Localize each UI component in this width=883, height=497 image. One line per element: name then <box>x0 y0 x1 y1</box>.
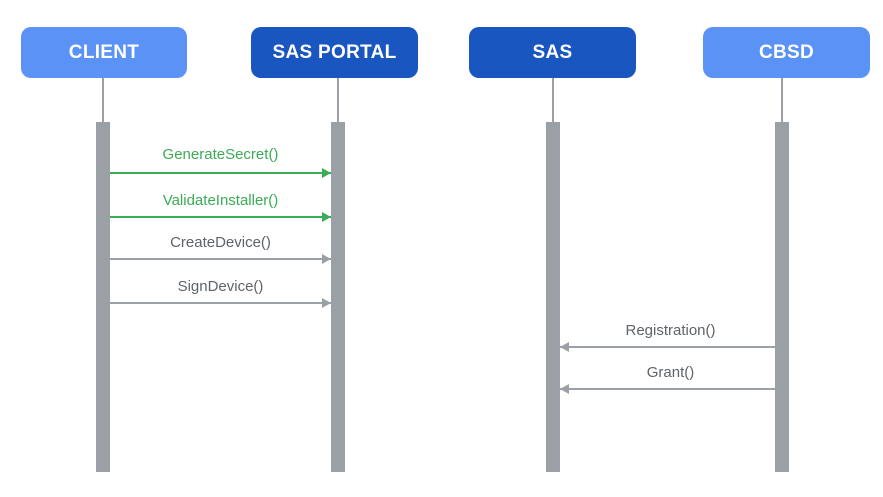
message-line-registration <box>560 346 781 348</box>
message-label-generate-secret: GenerateSecret() <box>162 146 279 163</box>
actor-box-client[interactable]: CLIENT <box>21 27 187 78</box>
message-label-create-device: CreateDevice() <box>170 234 271 251</box>
message-arrowhead-generate-secret <box>322 168 331 178</box>
message-arrowhead-registration <box>560 342 569 352</box>
actor-box-sas[interactable]: SAS <box>469 27 636 78</box>
message-line-grant <box>560 388 781 390</box>
message-line-sign-device <box>110 302 331 304</box>
message-line-generate-secret <box>110 172 331 174</box>
actor-box-cbsd[interactable]: CBSD <box>703 27 870 78</box>
activation-bar-sas-portal <box>331 122 345 472</box>
lifeline-sas <box>552 78 554 122</box>
message-arrowhead-sign-device <box>322 298 331 308</box>
message-label-sign-device: SignDevice() <box>177 278 264 295</box>
activation-bar-sas <box>546 122 560 472</box>
lifeline-sas-portal <box>337 78 339 122</box>
lifeline-client <box>102 78 104 122</box>
message-arrowhead-grant <box>560 384 569 394</box>
actor-box-sas-portal[interactable]: SAS PORTAL <box>251 27 418 78</box>
activation-bar-cbsd <box>775 122 789 472</box>
message-line-create-device <box>110 258 331 260</box>
message-arrowhead-validate-installer <box>322 212 331 222</box>
activation-bar-client <box>96 122 110 472</box>
message-label-grant: Grant() <box>646 364 695 381</box>
message-arrowhead-create-device <box>322 254 331 264</box>
lifeline-cbsd <box>781 78 783 122</box>
message-label-validate-installer: ValidateInstaller() <box>162 192 279 209</box>
message-label-registration: Registration() <box>625 322 716 339</box>
message-line-validate-installer <box>110 216 331 218</box>
